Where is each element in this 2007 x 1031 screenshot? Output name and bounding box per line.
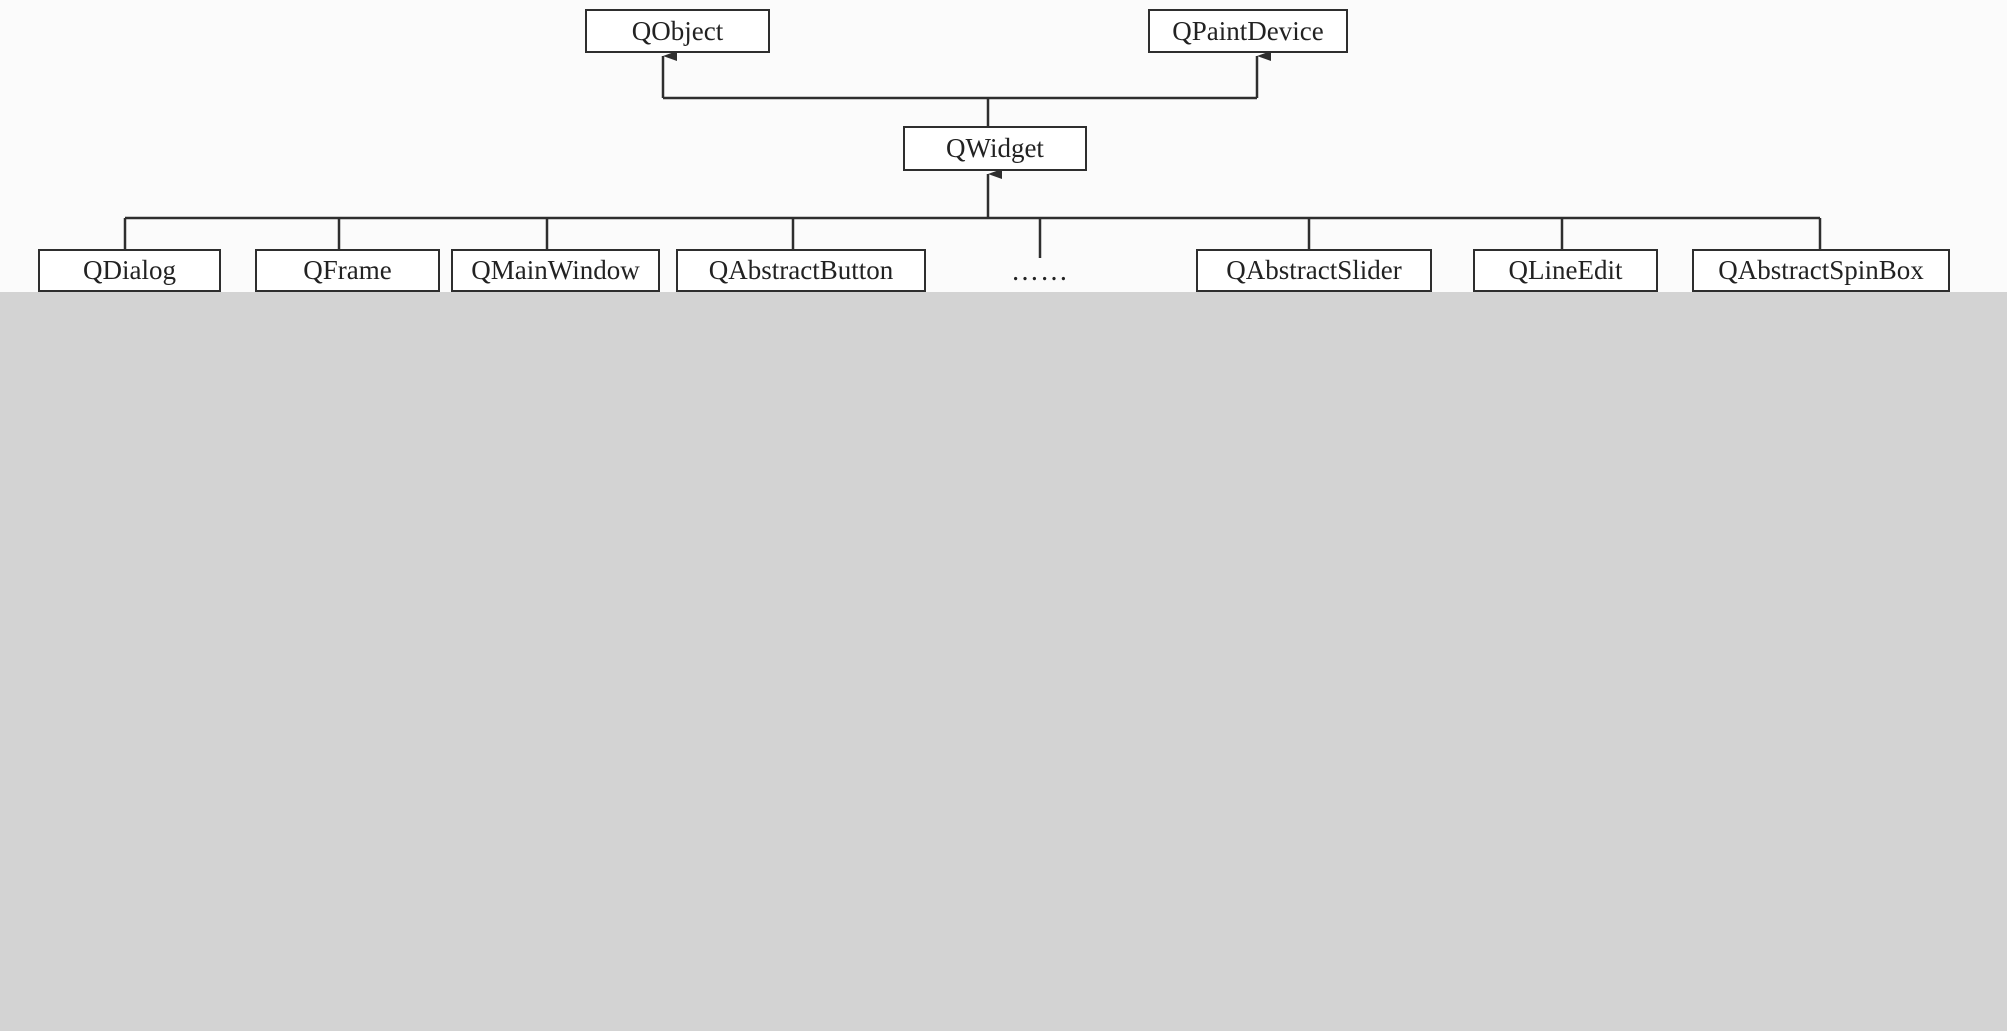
node-qdialog: QDialog xyxy=(38,249,221,292)
node-qpaintdevice: QPaintDevice xyxy=(1148,9,1348,53)
node-qmainwindow: QMainWindow xyxy=(451,249,660,292)
inheritance-connectors xyxy=(123,51,1822,258)
node-qlineedit: QLineEdit xyxy=(1473,249,1658,292)
node-qabstractspinbox: QAbstractSpinBox xyxy=(1692,249,1950,292)
node-qobject: QObject xyxy=(585,9,770,53)
masked-region xyxy=(0,292,2007,1031)
node-ellipsis: …… xyxy=(1011,256,1069,287)
node-qframe: QFrame xyxy=(255,249,440,292)
class-hierarchy-diagram: QObject QPaintDevice QWidget QDialog QFr… xyxy=(0,0,2007,292)
node-qabstractslider: QAbstractSlider xyxy=(1196,249,1432,292)
node-qabstractbutton: QAbstractButton xyxy=(676,249,926,292)
node-qwidget: QWidget xyxy=(903,126,1087,171)
